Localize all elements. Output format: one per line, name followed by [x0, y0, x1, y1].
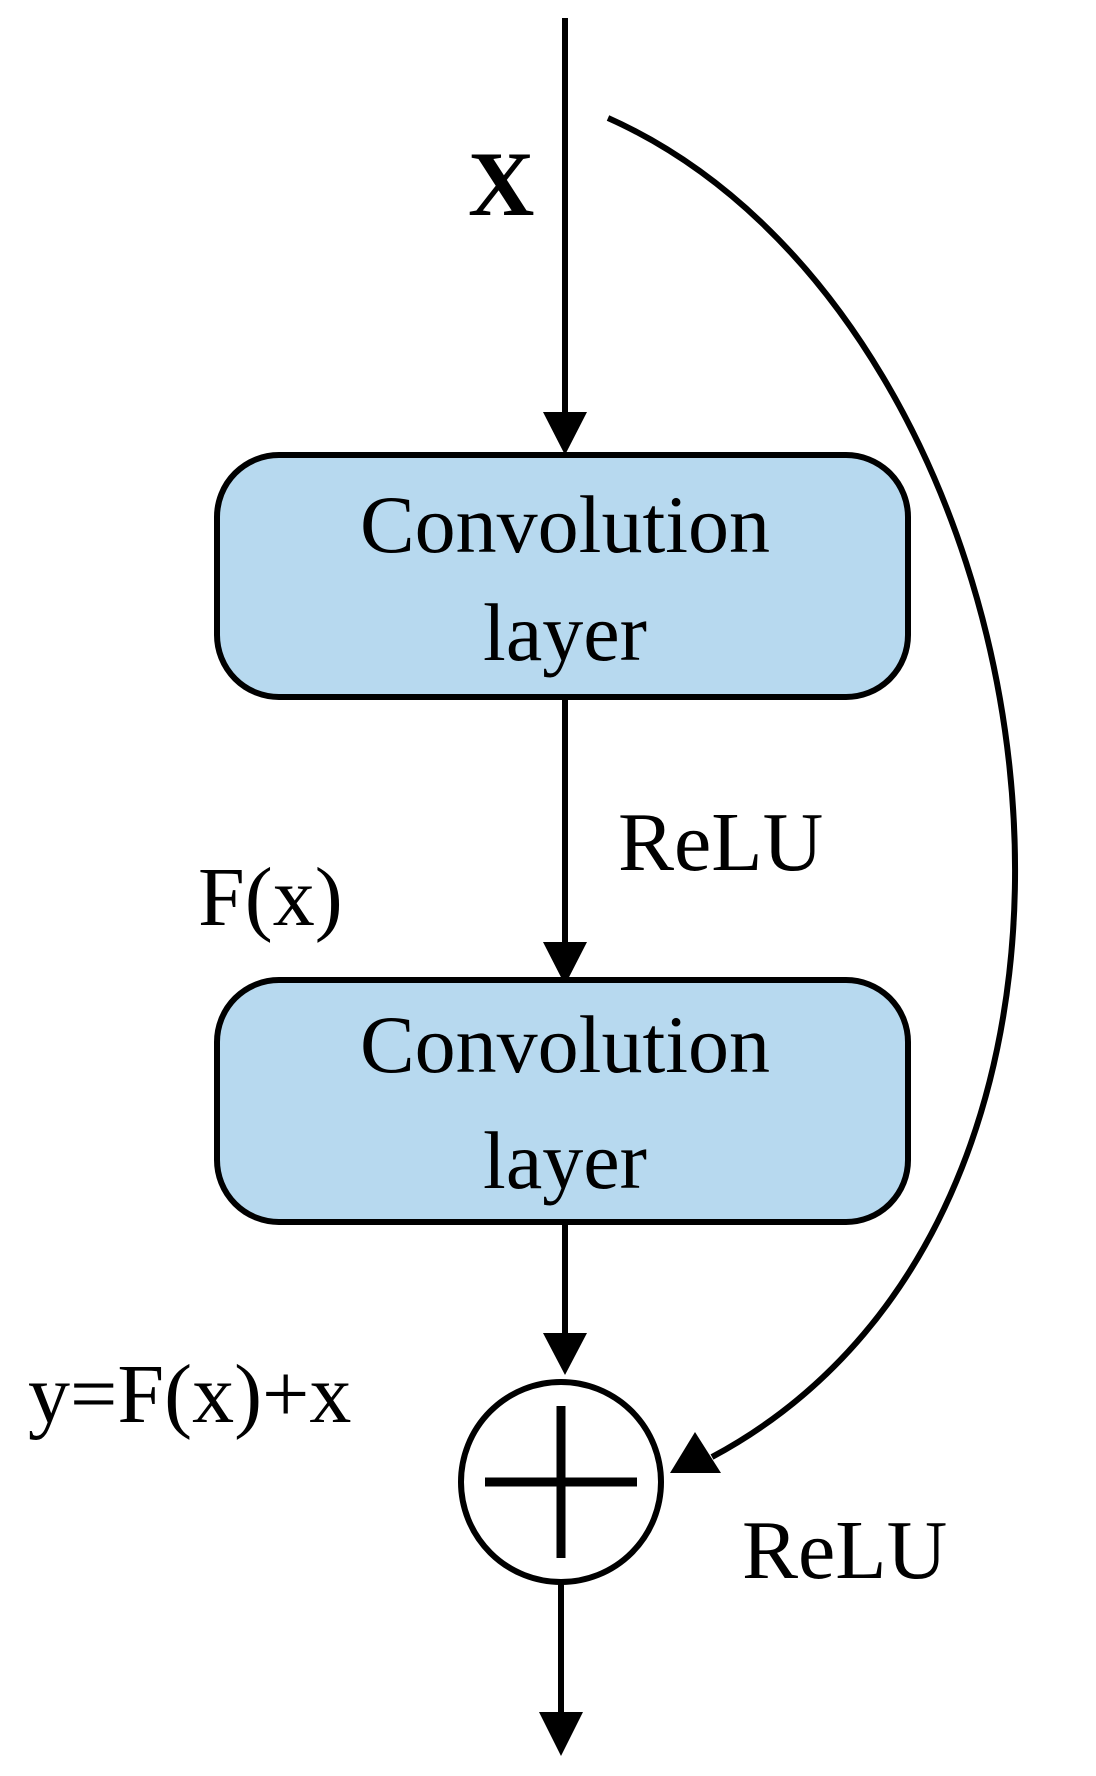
sum-label: y=F(x)+x [28, 1348, 351, 1441]
middle-arrowhead [543, 942, 587, 985]
convolution-block-2-title: Convolution [360, 999, 770, 1090]
skip-connection-arc [606, 115, 1018, 1460]
convolution-block-2-subtitle: layer [483, 1115, 647, 1206]
input-label: X [468, 133, 534, 235]
fx-label: F(x) [198, 851, 343, 944]
relu-between-label: ReLU [618, 796, 823, 889]
input-arrowhead [543, 412, 587, 455]
relu-out-label: ReLU [742, 1504, 947, 1597]
convolution-block-1-title: Convolution [360, 479, 770, 570]
convolution-block-1-subtitle: layer [483, 587, 647, 678]
sum-input-arrowhead [543, 1333, 587, 1375]
skip-connection-arrowhead [670, 1432, 721, 1473]
output-arrowhead [539, 1712, 583, 1756]
